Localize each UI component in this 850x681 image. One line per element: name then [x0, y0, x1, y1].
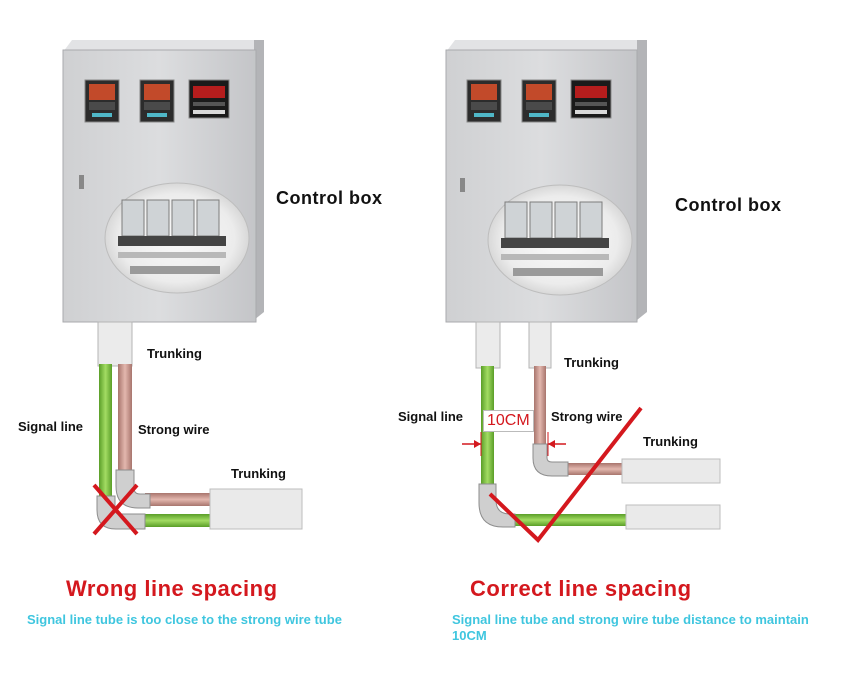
- left-meter-3: [189, 80, 229, 118]
- right-trunking-side-lower: [626, 505, 720, 529]
- right-trunking-side-label: Trunking: [643, 434, 698, 449]
- right-heading: Correct line spacing: [470, 576, 692, 602]
- left-meter-2: [140, 80, 174, 122]
- distance-arrow-icon: [462, 432, 566, 456]
- right-meter-3: [571, 80, 611, 118]
- right-control-box: [446, 40, 647, 322]
- right-trunking-top-label: Trunking: [564, 355, 619, 370]
- right-signal-line-label: Signal line: [398, 409, 463, 424]
- left-trunking-stub: [98, 322, 132, 366]
- left-door-handle: [79, 175, 84, 189]
- left-control-box-label: Control box: [276, 188, 383, 209]
- left-caption: Signal line tube is too close to the str…: [27, 612, 407, 628]
- right-signal-wire: [481, 366, 630, 526]
- left-meter-1: [85, 80, 119, 122]
- right-door-handle: [460, 178, 465, 192]
- distance-label: 10CM: [483, 410, 534, 432]
- left-trunking-side-label: Trunking: [231, 466, 286, 481]
- left-control-box: [63, 40, 264, 322]
- left-heading: Wrong line spacing: [66, 576, 278, 602]
- right-meter-2: [522, 80, 556, 122]
- right-caption: Signal line tube and strong wire tube di…: [452, 612, 812, 644]
- right-strong-elbow: [533, 444, 568, 476]
- right-signal-elbow: [479, 484, 515, 527]
- right-trunking-stub-strong: [529, 322, 551, 368]
- left-signal-line-label: Signal line: [18, 419, 83, 434]
- left-trunking-top-label: Trunking: [147, 346, 202, 361]
- right-strong-wire-label: Strong wire: [551, 409, 623, 424]
- left-trunking-side: [210, 489, 302, 529]
- right-meter-1: [467, 80, 501, 122]
- right-trunking-side-upper: [622, 459, 720, 483]
- right-trunking-stub-signal: [476, 322, 500, 368]
- right-control-box-label: Control box: [675, 195, 782, 216]
- left-strong-wire-label: Strong wire: [138, 422, 210, 437]
